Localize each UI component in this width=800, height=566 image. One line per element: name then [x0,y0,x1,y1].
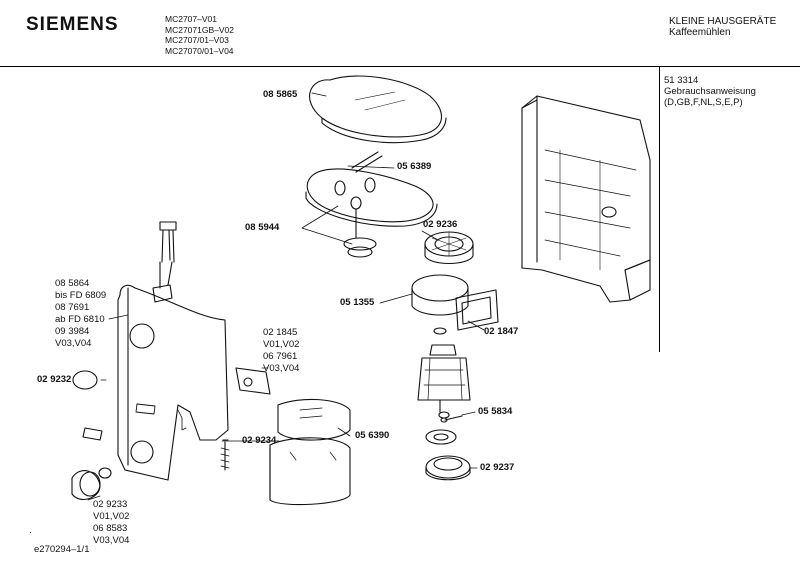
container-part [269,398,351,506]
subcategory-title: Kaffeemühlen [669,27,731,38]
stack-line: bis FD 6809 [55,290,107,301]
part-label-seal: 02 1847 [484,326,519,337]
stack-line: V03,V04 [55,338,92,349]
header-divider [0,66,800,67]
stack-line: 02 1845 [263,327,298,338]
category-block: KLEINE HAUSGERÄTE Kaffeemühlen [669,16,776,38]
part-label-spring-screw: 02 9234 [242,435,277,446]
leader-lines [87,92,485,501]
manual-number: 51 3314 [664,75,699,86]
stack-line: 08 5864 [55,278,90,289]
switch-part [235,367,271,395]
stack-housing: 08 5864 bis FD 6809 08 7691 ab FD 6810 0… [55,278,106,350]
stack-line: 09 3984 [55,326,90,337]
part-label-container: 05 6390 [355,430,390,441]
label-plate-part [82,427,103,441]
washer-part [433,327,447,335]
category-title: KLEINE HAUSGERÄTE [669,16,777,27]
nut-part [98,467,112,479]
part-label-blade: 05 6389 [397,161,432,172]
adjust-disc-part [425,455,471,481]
motor-part [417,344,471,419]
manual-title: Gebrauchsanweisung [664,86,756,97]
stack-line: V01,V02 [93,511,130,522]
part-label-adjust-disc: 02 9237 [480,462,515,473]
drawing-id: e270294–1/1 [34,544,90,555]
motor-bracket-part [411,274,469,316]
lid-part [309,75,447,144]
manual-languages: (D,GB,F,NL,S,E,P) [664,97,743,108]
housing-shell-part [521,95,651,303]
model-item: MC2707–V01 [165,14,217,24]
lower-ring-part [425,429,457,445]
stack-line: 06 7961 [263,351,298,362]
stack-line: V01,V02 [263,339,300,350]
knob-part [71,470,101,501]
part-label-carrier: 08 5944 [245,222,280,233]
stack-line: 02 9233 [93,499,128,510]
part-label-lid: 08 5865 [263,89,298,100]
part-label-grinder-ring: 02 9236 [423,219,458,230]
seal-part [455,289,499,331]
screw-part [440,415,463,423]
stack-line: ab FD 6810 [55,314,105,325]
grinder-ring-part [424,231,474,265]
blade-carrier-part [305,151,438,258]
part-label-bracket: 05 1355 [340,297,375,308]
stack-line: 06 8583 [93,523,128,534]
cover-cap-part [72,370,98,390]
manual-note: 51 3314 Gebrauchsanweisung (D,GB,F,NL,S,… [664,75,756,108]
model-list: MC2707–V01 MC27071GB–V02 MC2707/01–V03 M… [165,14,234,56]
model-item: MC2707/01–V03 [165,35,229,45]
part-label-screw: 05 5834 [478,406,513,417]
spring-screw-part [220,439,230,471]
model-item: MC27070/01–V04 [165,45,234,56]
main-housing-part [117,284,229,481]
stack-knob: 02 9233 V01,V02 06 8583 V03,V04 [93,499,129,547]
stack-line: V03,V04 [93,535,130,546]
footer-mark: · [29,527,32,537]
brand-logo: SIEMENS [26,14,119,35]
part-label-cover-cap: 02 9232 [37,374,72,385]
stack-line: V03,V04 [263,363,300,374]
stack-line: 08 7691 [55,302,90,313]
stack-switch: 02 1845 V01,V02 06 7961 V03,V04 [263,327,299,375]
side-divider [659,66,660,352]
power-cable-part [152,221,177,303]
model-item: MC27071GB–V02 [165,24,234,35]
